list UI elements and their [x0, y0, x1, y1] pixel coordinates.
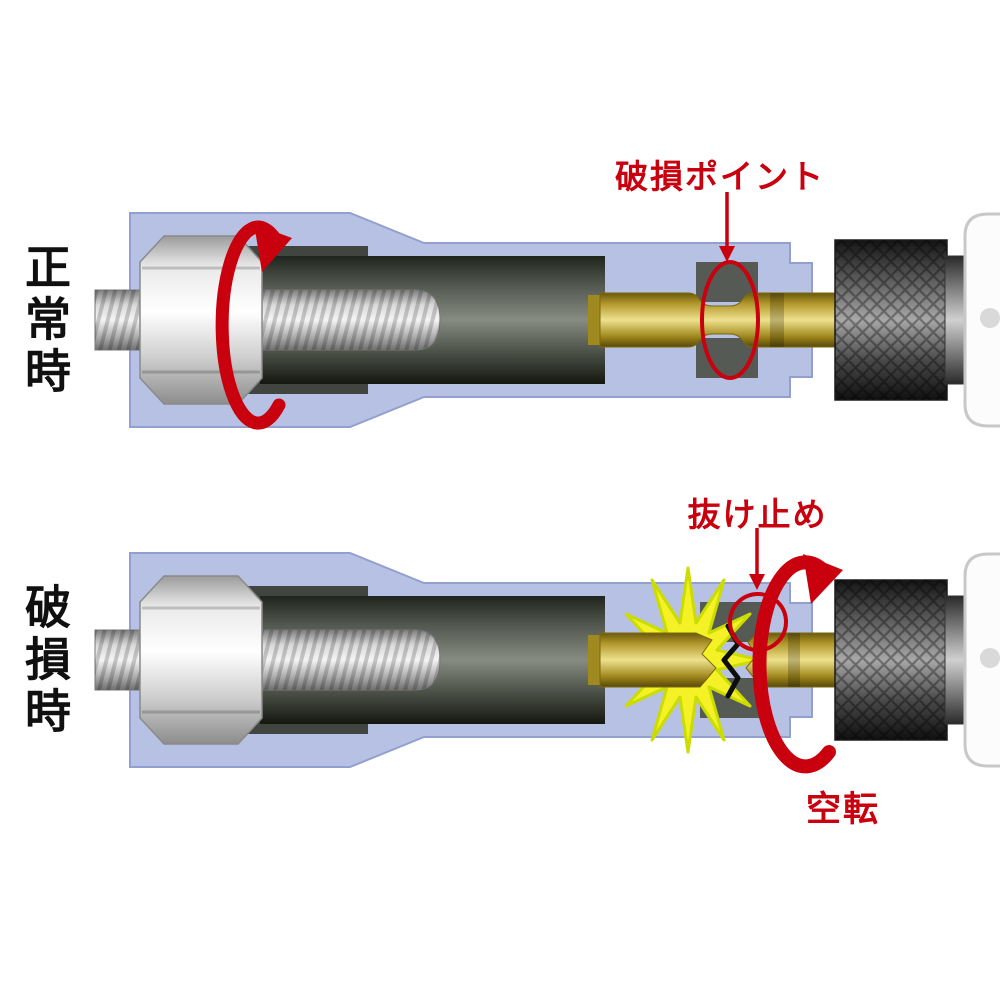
diagram-normal: [94, 192, 1000, 430]
chuck-ring: [944, 595, 966, 725]
chuck-ring: [944, 255, 966, 385]
rotation-arrow-icon: [752, 554, 843, 774]
chuck-knurled-sleeve: [834, 239, 948, 401]
nut: [139, 235, 263, 405]
hex-bit: [588, 292, 836, 348]
tool-body: [963, 212, 1000, 428]
label-retention-stop: 抜け止め: [687, 496, 828, 533]
label-breakage-point: 破損ポイント: [615, 158, 825, 195]
breakage-point-circle: [700, 260, 760, 380]
leader-arrow-icon: [719, 192, 735, 262]
tool-body: [963, 552, 1000, 768]
retention-circle: [728, 592, 788, 652]
diagram-broken: [94, 528, 1000, 774]
label-broken-state: 破損時: [19, 583, 71, 739]
bit-fragment-left: [599, 632, 717, 688]
label-free-spin: 空転: [805, 790, 880, 829]
leader-arrow-icon: [749, 528, 765, 590]
nut: [139, 575, 263, 745]
rotation-arrow-icon: [215, 220, 292, 430]
label-normal-state: 正常時: [19, 243, 71, 399]
chuck-knurled-sleeve: [834, 579, 948, 741]
